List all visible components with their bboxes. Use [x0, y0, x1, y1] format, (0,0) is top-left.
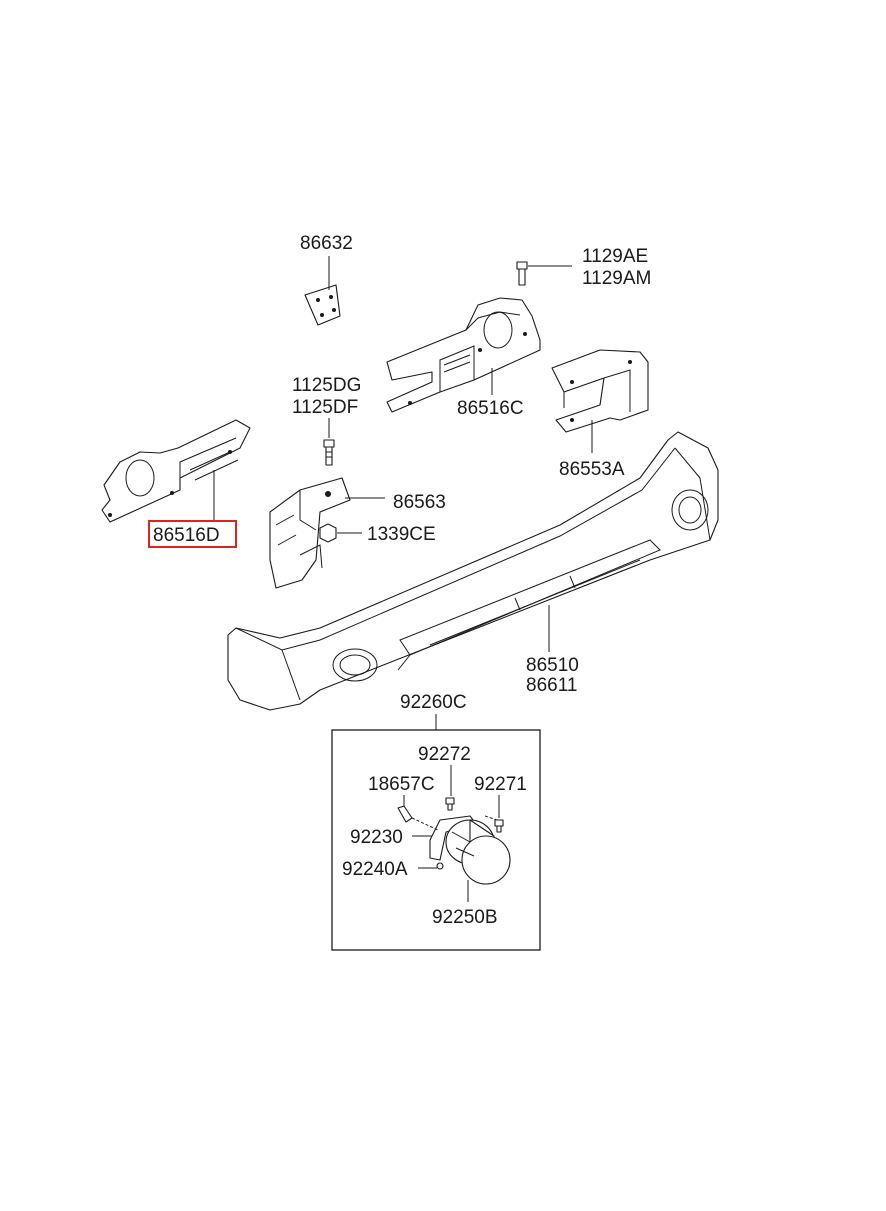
label-1129AE[interactable]: 1129AE: [582, 246, 648, 267]
plate-86632-drawing: [304, 284, 341, 326]
label-18657C[interactable]: 18657C: [368, 774, 435, 795]
label-86510[interactable]: 86510: [526, 655, 579, 676]
label-92271[interactable]: 92271: [474, 774, 527, 795]
label-92240A[interactable]: 92240A: [342, 859, 408, 880]
support-86516C-drawing: [386, 297, 541, 413]
label-1339CE[interactable]: 1339CE: [367, 524, 436, 545]
bumper-86510-drawing: [227, 431, 719, 711]
fog-lamp-box: [331, 729, 541, 951]
bracket-86563-drawing: [269, 477, 351, 589]
label-92272[interactable]: 92272: [418, 744, 471, 765]
fog-lamp-drawing: [397, 797, 511, 885]
label-92260C[interactable]: 92260C: [400, 692, 467, 713]
label-92230[interactable]: 92230: [350, 827, 403, 848]
label-1125DF[interactable]: 1125DF: [292, 397, 358, 418]
label-1129AM[interactable]: 1129AM: [582, 268, 651, 289]
label-86553A[interactable]: 86553A: [559, 459, 625, 480]
bolt-1125-drawing: [323, 439, 335, 466]
label-86632[interactable]: 86632: [300, 233, 353, 254]
label-1125DG[interactable]: 1125DG: [292, 375, 361, 396]
support-86516D-drawing: [101, 419, 251, 523]
label-86516D[interactable]: 86516D: [153, 525, 220, 546]
bracket-86553A-drawing: [551, 349, 649, 433]
label-86516C[interactable]: 86516C: [457, 398, 524, 419]
bolt-1129-drawing: [516, 261, 528, 286]
label-86611[interactable]: 86611: [526, 675, 577, 696]
highlight-86516D: [148, 520, 237, 548]
nut-1339CE-drawing: [319, 523, 337, 543]
label-86563[interactable]: 86563: [393, 492, 446, 513]
label-92250B[interactable]: 92250B: [432, 907, 498, 928]
